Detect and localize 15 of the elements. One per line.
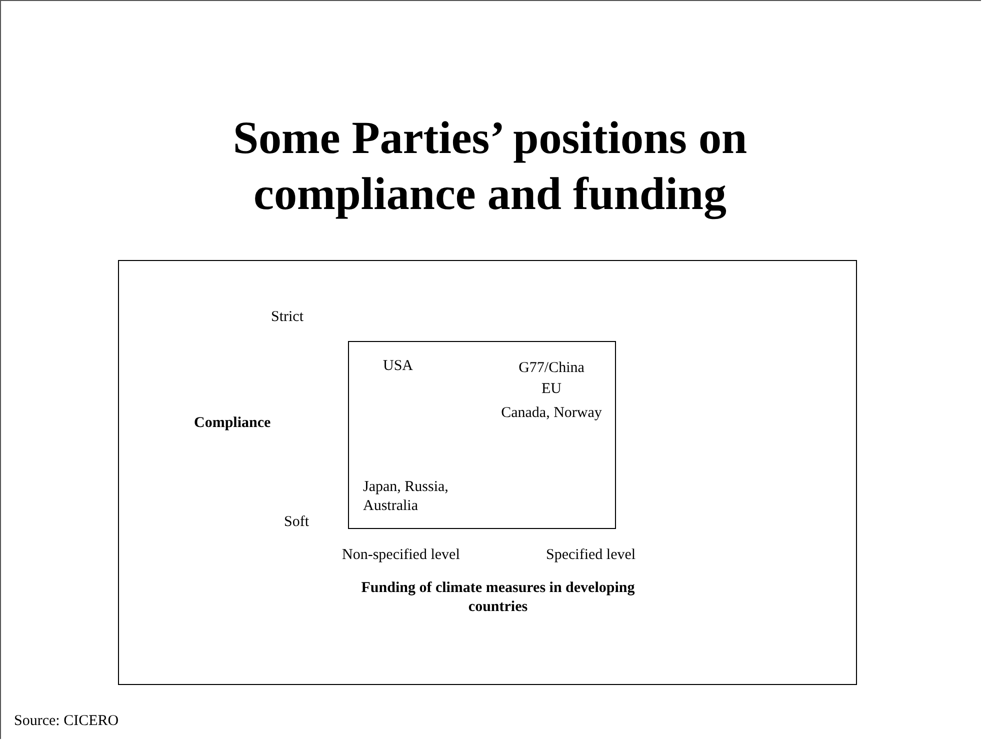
quadrant-box [348, 341, 616, 529]
chart-frame [118, 260, 857, 685]
axis-title: Compliance [194, 414, 272, 433]
axis-title: Funding of climate measures in developing countries [360, 579, 636, 617]
axis-label: Soft [284, 513, 310, 532]
axis-label: Strict [271, 308, 304, 327]
source-note: Source: CICERO [14, 713, 119, 730]
party-label: Japan, Russia, Australia [363, 478, 450, 516]
party-label: USA [383, 357, 414, 376]
axis-label: Specified level [546, 546, 637, 565]
slide-title: Some Parties’ positions on compliance and funding [232, 111, 748, 222]
party-label: G77/China [518, 359, 586, 378]
axis-label: Non-specified level [342, 546, 461, 565]
party-label: EU [540, 380, 562, 399]
party-label: Canada, Norway [500, 404, 603, 423]
